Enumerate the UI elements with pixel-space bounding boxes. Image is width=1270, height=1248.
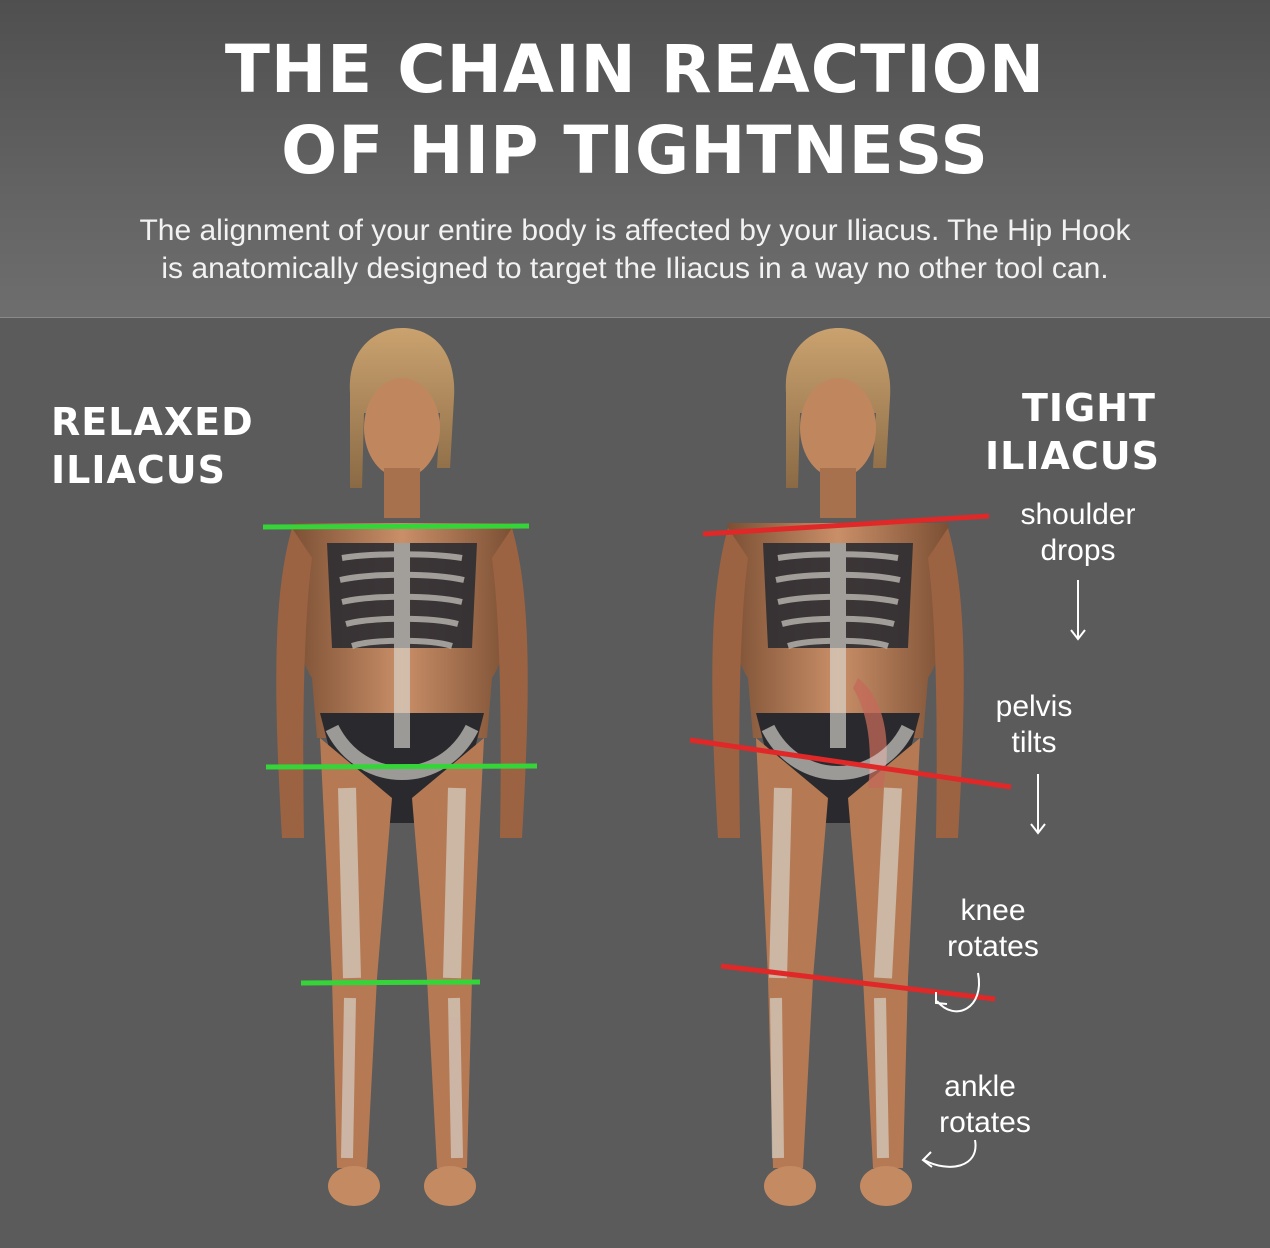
knee-note-line-2: rotates <box>947 930 1039 963</box>
left-arm <box>276 528 312 838</box>
ankle-note-line-1: ankle <box>944 1070 1016 1103</box>
skeleton-overlay <box>761 543 915 1159</box>
head <box>800 378 876 478</box>
arrow-down-icon <box>1030 774 1046 835</box>
neck <box>820 468 856 518</box>
shoulder-note-line-1: shoulder <box>1020 498 1136 531</box>
figures-illustration <box>262 328 1086 1206</box>
arrow-down-icon <box>1070 580 1086 641</box>
tight-pelvis-line <box>689 737 1012 790</box>
tight-heading-line-2: ILIACUS <box>985 434 1161 478</box>
left-foot <box>764 1166 816 1206</box>
tight-shoulder-line <box>702 513 990 537</box>
right-arm <box>928 528 964 838</box>
left-arm <box>712 528 748 838</box>
curved-arrow-icon <box>921 1139 977 1168</box>
right-arm <box>492 528 528 838</box>
ankle-note-line-2: rotates <box>939 1106 1031 1139</box>
pelvis-note-line-2: tilts <box>1011 726 1057 759</box>
shoulder-note-line-2: drops <box>1040 534 1116 567</box>
subtitle-line-1: The alignment of your entire body is aff… <box>139 214 1131 247</box>
title-line-1: THE CHAIN REACTION <box>224 31 1046 108</box>
left-leg <box>756 738 828 1168</box>
relaxed-knee-line <box>300 979 481 986</box>
skeleton-overlay <box>325 543 479 1159</box>
header-band: THE CHAIN REACTION OF HIP TIGHTNESS The … <box>0 0 1270 318</box>
right-foot <box>860 1166 912 1206</box>
relaxed-pelvis-line <box>265 763 538 770</box>
subtitle-line-2: is anatomically designed to target the I… <box>161 252 1109 285</box>
title-line-2: OF HIP TIGHTNESS <box>281 112 989 189</box>
tight-knee-line <box>720 963 996 1002</box>
relaxed-heading-line-2: ILIACUS <box>51 448 227 492</box>
curved-arrow-icon <box>935 972 981 1013</box>
right-foot <box>424 1166 476 1206</box>
pelvis-note-line-1: pelvis <box>995 690 1073 723</box>
tight-heading-line-1: TIGHT <box>1022 386 1156 430</box>
knee-note-line-1: knee <box>960 894 1026 927</box>
neck <box>384 468 420 518</box>
relaxed-heading-line-1: RELAXED <box>51 400 254 444</box>
left-foot <box>328 1166 380 1206</box>
relaxed-shoulder-line <box>262 523 530 530</box>
head <box>364 378 440 478</box>
figure-tight <box>712 328 964 1206</box>
